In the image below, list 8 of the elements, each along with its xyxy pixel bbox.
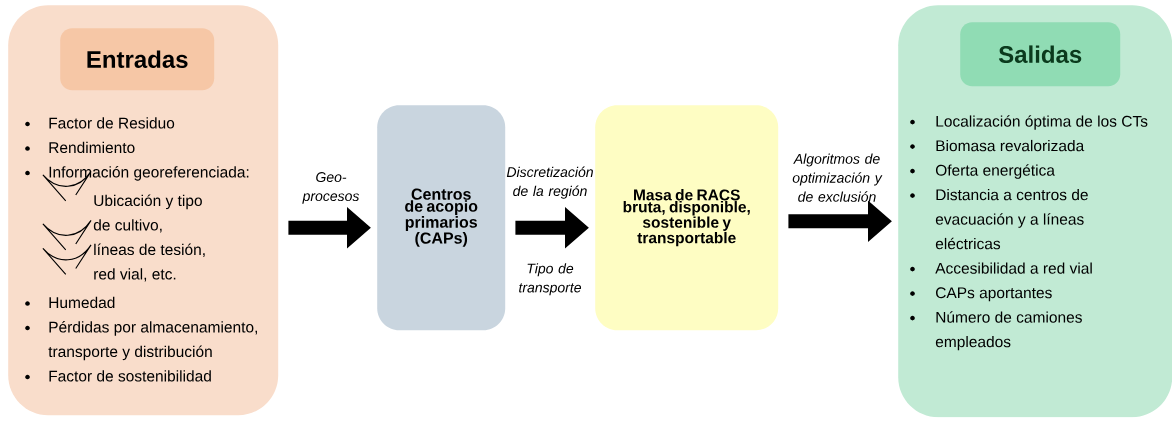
edge-label: Discretización de la región [506,166,593,199]
heading-box: Entradas [60,28,215,91]
process-box: Masa de RACS bruta, disponible, sostenible y transportable [595,105,779,331]
heading-box: Salidas [960,22,1121,87]
edge-label: Algoritmos de optimización y de exclusión [792,153,883,202]
note-text: Tipo de transporte [519,263,581,296]
process-box: Centros de acopio primarios (CAPs) [377,105,506,331]
edge-label: Geo-procesos [302,172,360,204]
